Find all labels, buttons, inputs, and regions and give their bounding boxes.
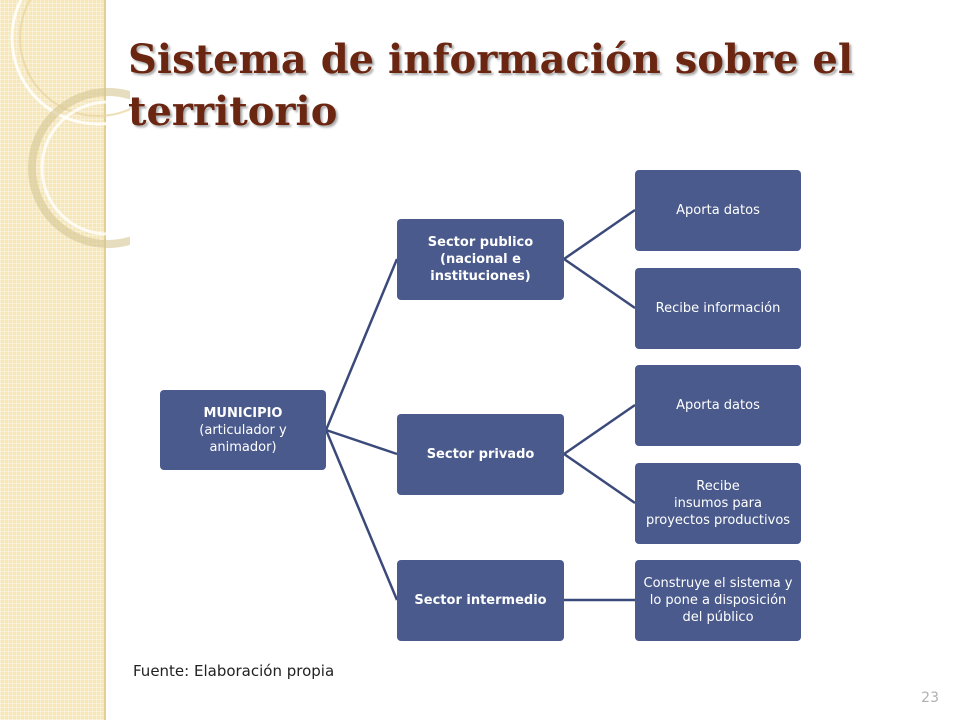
connector-root-publico [324,258,399,431]
node-sector-publico-title: Sector publico [427,235,534,250]
node-sector-publico-subtitle: (nacional e instituciones) [430,252,531,284]
node-municipio-subtitle: (articulador y animador) [199,422,287,455]
connector-privado-aporta [563,403,636,456]
node-sector-intermedio-title: Sector intermedio [414,593,547,608]
node-municipio-title: MUNICIPIO [203,405,283,421]
node-privado-recibe-insumos-detail: insumos para proyectos productivos [645,496,791,528]
node-publico-aporta-datos-label: Aporta datos [676,203,760,218]
connector-privado-recibe [563,452,636,505]
node-municipio: MUNICIPIO (articulador y animador) [160,390,326,470]
page-number: 23 [921,690,939,706]
connector-root-intermedio [324,429,399,601]
node-publico-recibe-informacion: Recibe información [635,268,801,349]
connector-root-privado [325,428,398,456]
node-privado-aporta-datos-label: Aporta datos [676,398,760,413]
node-privado-aporta-datos: Aporta datos [635,365,801,446]
node-sector-privado-title: Sector privado [426,447,535,462]
node-privado-recibe-insumos: Recibe insumos para proyectos productivo… [635,463,801,544]
node-publico-recibe-informacion-label: Recibe información [655,301,781,316]
node-intermedio-construye-sistema: Construye el sistema y lo pone a disposi… [635,560,801,641]
node-publico-aporta-datos: Aporta datos [635,170,801,251]
node-sector-publico: Sector publico (nacional e instituciones… [397,219,564,300]
source-note: Fuente: Elaboración propia [133,662,335,680]
decorative-rings [10,0,130,248]
node-sector-intermedio: Sector intermedio [397,560,564,641]
node-intermedio-construye-sistema-label: Construye el sistema y lo pone a disposi… [643,576,793,625]
slide-title: Sistema de información sobre el territor… [128,36,854,135]
connector-publico-recibe [563,257,636,310]
node-privado-recibe-insumos-title: Recibe [696,479,740,494]
node-sector-privado: Sector privado [397,414,564,495]
connector-publico-aporta [563,208,636,261]
